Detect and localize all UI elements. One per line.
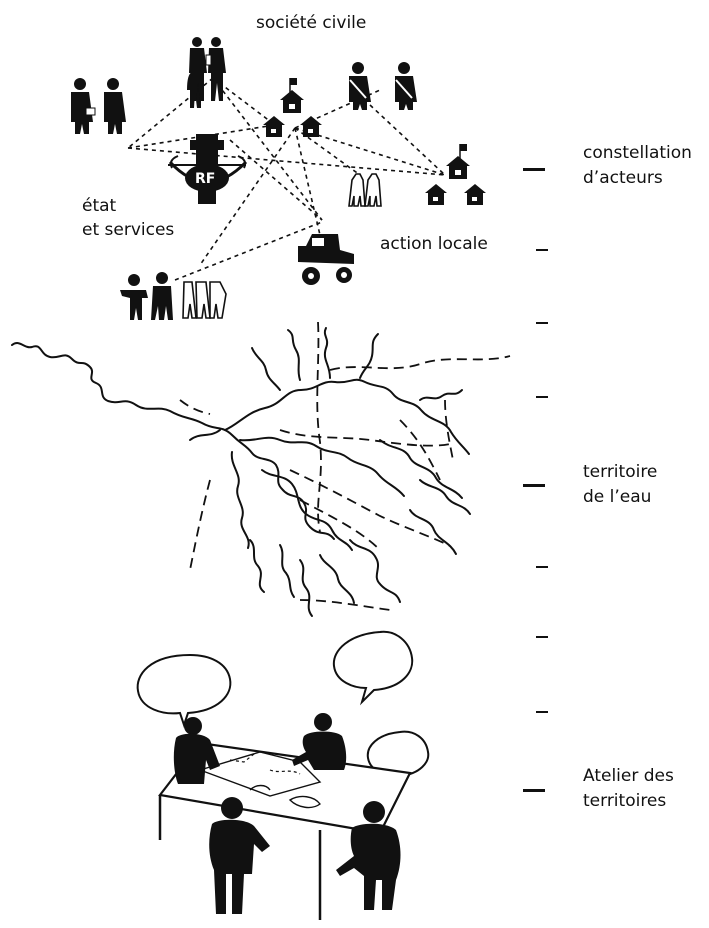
speech-bubbles — [136, 630, 430, 789]
civil-society-figures-right — [349, 62, 417, 110]
scale-label-3-line2: territoires — [583, 791, 667, 811]
scale-tick-major-1 — [523, 168, 545, 171]
scale-label-3-line1: Atelier des — [583, 766, 674, 786]
actor-network-links — [127, 77, 446, 281]
scale-tick-major-2 — [523, 484, 545, 487]
scale-tick — [536, 636, 548, 638]
territory-dashed-lines — [179, 321, 511, 611]
scale-tick — [536, 249, 548, 251]
scale-label-1-line2: d’acteurs — [583, 168, 663, 188]
civil-society-figures — [187, 37, 226, 108]
scale-label-1-line1: constellation — [583, 143, 692, 163]
village-cluster-1 — [263, 78, 322, 137]
local-action-label: action locale — [380, 234, 488, 254]
local-actors-figures — [120, 272, 227, 320]
village-cluster-2 — [425, 144, 486, 205]
tractor-icon — [298, 234, 354, 285]
scale-tick-major-3 — [523, 789, 545, 792]
scale-tick — [536, 396, 548, 398]
rf-emblem-text: RF — [195, 171, 216, 187]
scale-label-2-line2: de l’eau — [583, 487, 652, 507]
state-label-line2: et services — [82, 220, 175, 240]
state-figures — [71, 78, 126, 134]
state-label-line1: état — [82, 196, 117, 216]
scale-axis — [523, 168, 548, 792]
workshop-participants — [173, 713, 401, 914]
scale-label-2-line1: territoire — [583, 462, 658, 482]
scale-tick — [536, 711, 548, 713]
outline-figures — [348, 173, 382, 207]
civil-society-label: société civile — [256, 13, 367, 33]
scale-tick — [536, 566, 548, 568]
river-network — [11, 327, 471, 617]
scale-tick — [536, 322, 548, 324]
rf-emblem — [168, 134, 248, 204]
